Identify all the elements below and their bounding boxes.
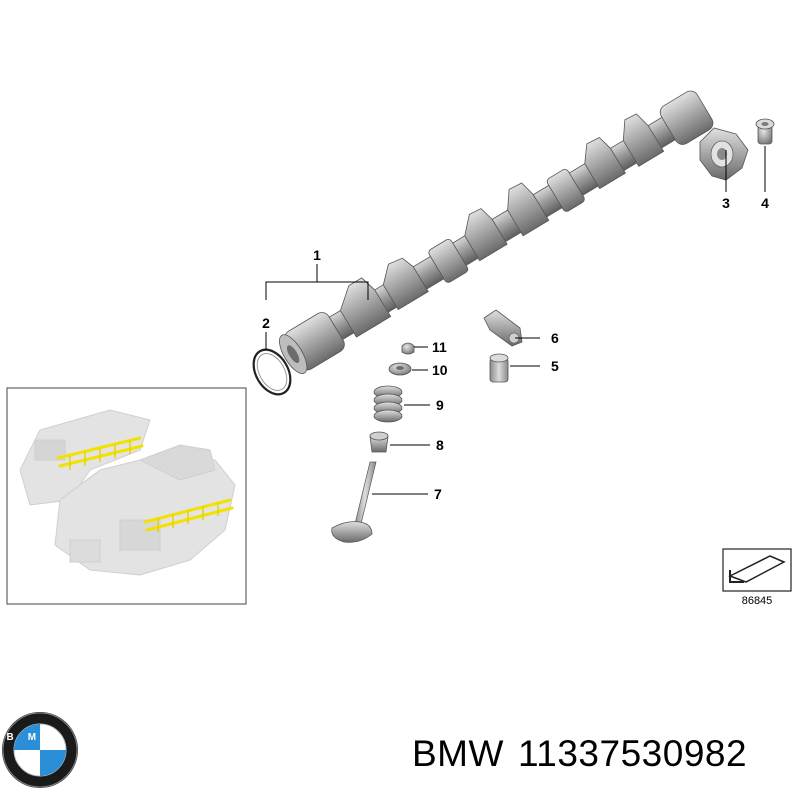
spring-retainer (388, 362, 412, 376)
engine-inset (6, 387, 247, 605)
valve-stem-seal (369, 431, 389, 453)
callout-9: 9 (436, 397, 444, 413)
rocker-arm (483, 309, 523, 347)
o-ring (252, 348, 292, 396)
bmw-logo-letters: BMW (7, 732, 74, 743)
footer-part-label: BMW 11337530982 (412, 733, 761, 775)
callout-3: 3 (722, 195, 730, 211)
valve-spring (373, 385, 403, 423)
callout-1: 1 (313, 247, 321, 263)
camshaft (279, 90, 714, 374)
part-number: 11337530982 (517, 733, 748, 774)
hydraulic-lifter (489, 353, 509, 383)
callout-5: 5 (551, 358, 559, 374)
callout-11: 11 (432, 339, 447, 355)
callout-7: 7 (434, 486, 442, 502)
reference-number: 86845 (742, 595, 773, 607)
callout-4: 4 (761, 195, 769, 211)
callout-10: 10 (432, 362, 448, 378)
reference-icon (722, 548, 792, 592)
callout-2: 2 (262, 315, 270, 331)
valve (331, 461, 377, 543)
bmw-logo: BMW (2, 712, 78, 788)
brand-name: BMW (412, 733, 504, 774)
callout-6: 6 (551, 330, 559, 346)
valve-keepers (401, 342, 415, 355)
leader-lines (265, 146, 766, 495)
callout-8: 8 (436, 437, 444, 453)
sensor-wheel (699, 127, 749, 181)
bolt (755, 118, 775, 145)
